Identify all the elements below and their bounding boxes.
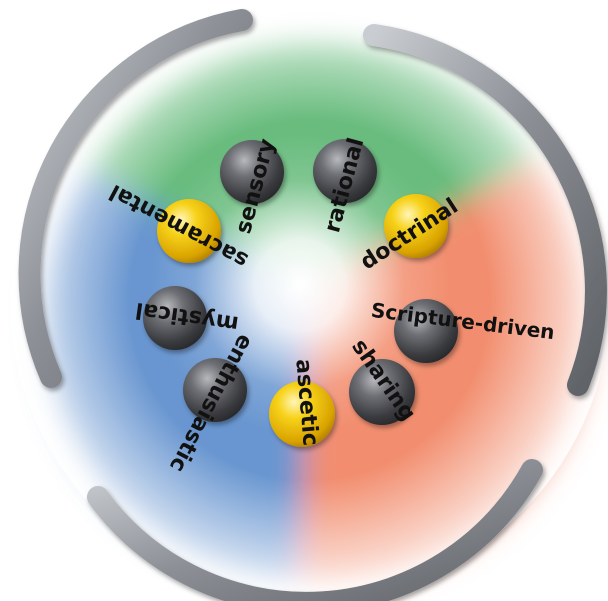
node-rational-ball (313, 139, 377, 203)
node-rational: rational (313, 135, 377, 235)
node-mystical-ball (143, 286, 207, 350)
node-enthusiastic-ball (183, 358, 247, 422)
node-scripture-driven-ball (394, 299, 458, 363)
node-sacramental-ball (157, 199, 221, 263)
ring-segment-top-right (363, 24, 607, 396)
node-ascetic-ball (269, 381, 335, 447)
ring-segment-bottom (87, 459, 543, 601)
node-ascetic: ascetic (269, 358, 335, 447)
node-sharing-ball (349, 359, 415, 425)
node-doctrinal-ball (384, 194, 448, 258)
node-sensory: sensory (220, 136, 284, 236)
outer-ring (18, 9, 607, 601)
ring-segment-left (18, 9, 253, 388)
node-sensory-ball (220, 140, 284, 204)
node-mystical: mystical (134, 286, 240, 350)
